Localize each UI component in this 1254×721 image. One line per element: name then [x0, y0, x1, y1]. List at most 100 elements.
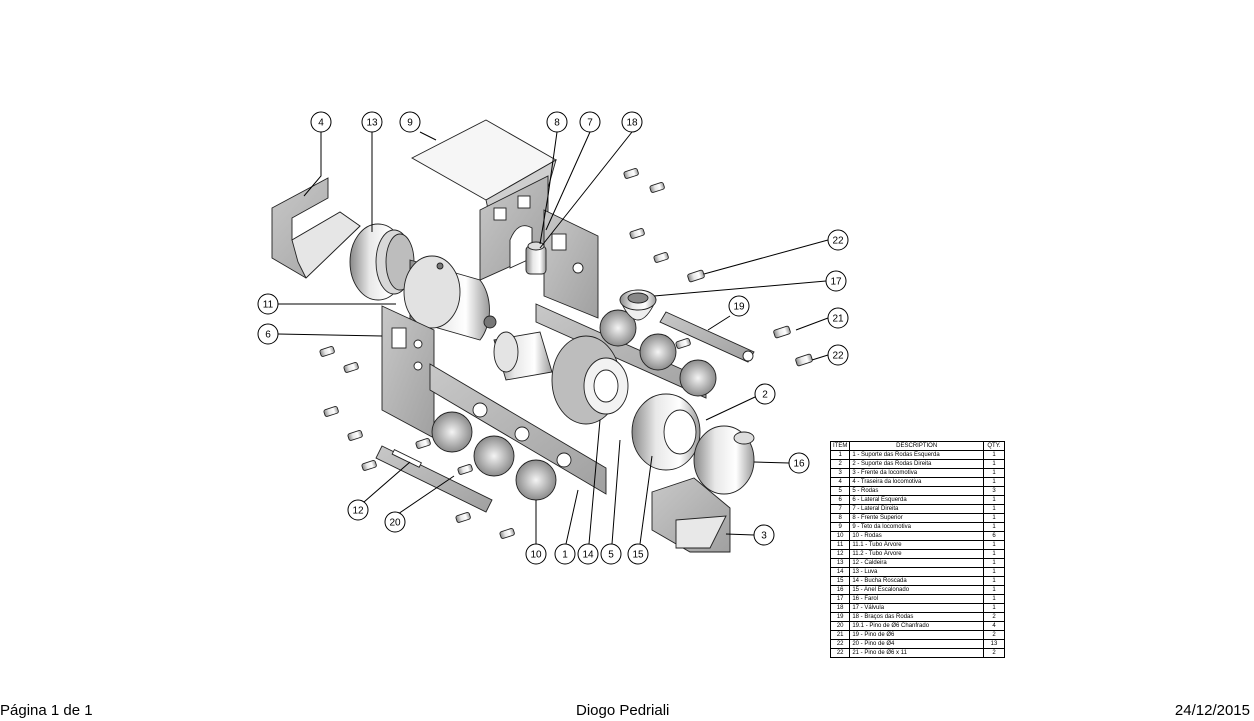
bom-qty: 1	[983, 549, 1005, 559]
bom-qty: 1	[983, 585, 1005, 595]
svg-text:14: 14	[582, 550, 594, 561]
svg-text:1: 1	[562, 550, 568, 561]
bom-qty: 1	[983, 504, 1005, 514]
bom-description: 19.1 - Pino de Ø6 Chanfrado	[849, 621, 984, 631]
bom-description: 18 - Braços das Rodas	[849, 612, 984, 622]
balloon-item-3: 3	[753, 524, 775, 546]
bom-item: 1	[829, 450, 851, 460]
balloon-item-9: 9	[399, 111, 421, 133]
bom-description: 16 - Farol	[849, 594, 984, 604]
svg-text:3: 3	[761, 531, 767, 542]
bom-header-item: ITEM	[829, 441, 851, 451]
bom-qty: 1	[983, 450, 1005, 460]
balloon-item-22-top: 22	[827, 229, 849, 251]
bom-description: 14 - Bucha Roscada	[849, 576, 984, 586]
bom-item: 4	[829, 477, 851, 487]
part-bucha-roscada	[631, 393, 701, 471]
bom-qty: 2	[983, 612, 1005, 622]
svg-text:16: 16	[793, 459, 805, 470]
svg-text:2: 2	[762, 390, 768, 401]
balloon-item-14: 14	[577, 543, 599, 565]
bom-description: 7 - Lateral Direita	[849, 504, 984, 514]
svg-text:18: 18	[626, 118, 638, 129]
bom-qty: 1	[983, 459, 1005, 469]
balloon-item-12: 12	[347, 499, 369, 521]
page-number: Página 1 de 1	[0, 702, 93, 719]
bom-header-row: ITEM DESCRIPTION QTY.	[829, 441, 1005, 451]
balloon-item-21: 21	[827, 307, 849, 329]
balloon-item-17: 17	[825, 270, 847, 292]
bom-qty: 2	[983, 648, 1005, 658]
balloon-item-20: 20	[384, 511, 406, 533]
svg-text:9: 9	[407, 118, 413, 129]
bom-item: 10	[829, 531, 851, 541]
balloon-item-16: 16	[788, 452, 810, 474]
svg-text:19: 19	[733, 302, 745, 313]
bom-qty: 4	[983, 621, 1005, 631]
bom-item: 17	[829, 594, 851, 604]
part-rodas-esquerda	[431, 411, 557, 501]
bom-description: 11.2 - Tubo Árvore	[849, 549, 984, 559]
part-braco-direito	[659, 311, 755, 363]
bom-item: 12	[829, 549, 851, 559]
author-name: Diogo Pedriali	[576, 702, 670, 719]
svg-text:10: 10	[530, 550, 542, 561]
part-traseira	[271, 177, 361, 279]
bom-item: 22	[829, 639, 851, 649]
bom-item: 3	[829, 468, 851, 478]
bom-item: 22	[829, 648, 851, 658]
bom-description: 1 - Suporte das Rodas Esquerda	[849, 450, 984, 460]
bom-description: 17 - Válvula	[849, 603, 984, 613]
callout-balloons: 4 13 9 8 7 18 22 17 19 21 22 11 6 2 16 3…	[257, 111, 849, 565]
balloon-item-15: 15	[627, 543, 649, 565]
svg-text:4: 4	[318, 118, 324, 129]
bom-item: 18	[829, 603, 851, 613]
bom-item: 21	[829, 630, 851, 640]
svg-text:21: 21	[832, 314, 844, 325]
bom-description: 4 - Traseira da locomotiva	[849, 477, 984, 487]
part-tubo-arvore	[493, 331, 553, 381]
part-caldeira	[403, 255, 497, 341]
svg-text:8: 8	[554, 118, 560, 129]
part-farol	[619, 289, 657, 321]
bom-item: 16	[829, 585, 851, 595]
svg-text:22: 22	[832, 236, 844, 247]
bom-qty: 1	[983, 468, 1005, 478]
bom-description: 5 - Rodas	[849, 486, 984, 496]
bom-qty: 1	[983, 594, 1005, 604]
bom-description: 2 - Suporte das Rodas Direita	[849, 459, 984, 469]
balloon-item-4: 4	[310, 111, 332, 133]
bom-item: 2	[829, 459, 851, 469]
part-suporte-esquerda	[429, 363, 607, 495]
bom-description: 9 - Teto da locomotiva	[849, 522, 984, 532]
bom-item: 19	[829, 612, 851, 622]
balloon-item-22-bottom: 22	[827, 344, 849, 366]
svg-text:22: 22	[832, 351, 844, 362]
bom-qty: 13	[983, 639, 1005, 649]
bom-description: 11.1 - Tubo Árvore	[849, 540, 984, 550]
bom-item: 13	[829, 558, 851, 568]
bom-item: 14	[829, 567, 851, 577]
bom-description: 12 - Caldeira	[849, 558, 984, 568]
balloon-item-2: 2	[754, 383, 776, 405]
part-anel-escalonado	[693, 425, 755, 495]
part-valvula	[525, 241, 547, 275]
bom-item: 15	[829, 576, 851, 586]
svg-text:12: 12	[352, 506, 364, 517]
bom-description: 20 - Pino de Ø4	[849, 639, 984, 649]
svg-text:7: 7	[587, 118, 593, 129]
bom-qty: 6	[983, 531, 1005, 541]
bom-item: 11	[829, 540, 851, 550]
part-suporte-direita	[535, 303, 717, 399]
